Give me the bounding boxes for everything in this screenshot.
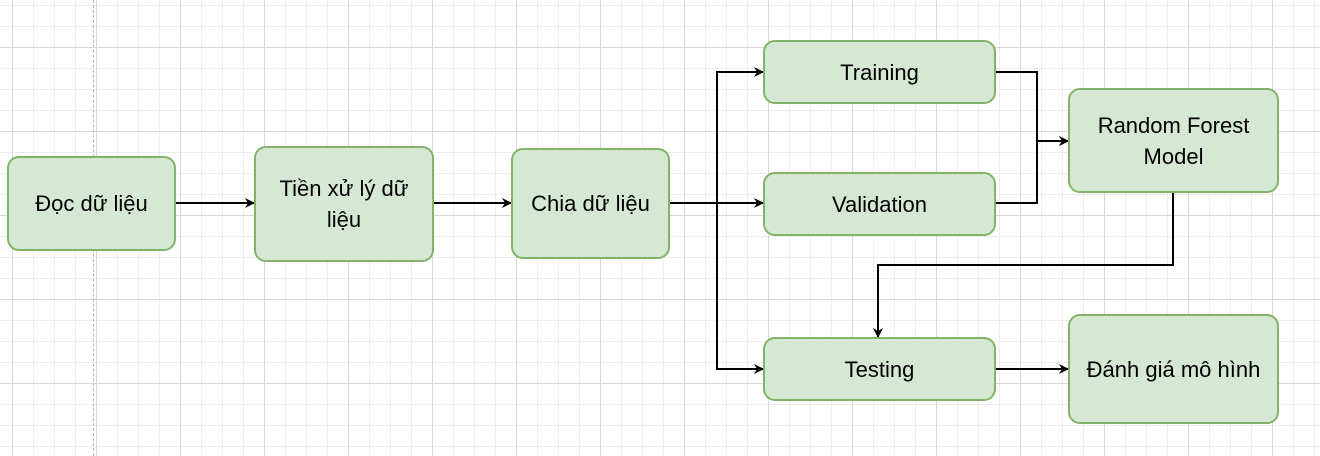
node-validation-label: Validation bbox=[832, 191, 927, 217]
node-random-forest-label: Random Forest Model bbox=[1097, 112, 1250, 169]
node-chia-du-lieu[interactable]: Chia dữ liệu bbox=[511, 148, 670, 259]
node-danh-gia[interactable]: Đánh giá mô hình bbox=[1068, 314, 1279, 424]
node-doc-du-lieu-label: Đọc dữ liệu bbox=[35, 191, 148, 216]
node-testing-label: Testing bbox=[844, 356, 915, 382]
node-training[interactable]: Training bbox=[763, 40, 996, 104]
node-chia-du-lieu-label: Chia dữ liệu bbox=[531, 191, 650, 216]
edge-training-to-random-forest bbox=[996, 71, 1069, 146]
edge-random-forest-to-testing bbox=[873, 193, 1174, 338]
node-validation[interactable]: Validation bbox=[763, 172, 996, 236]
node-random-forest[interactable]: Random Forest Model bbox=[1068, 88, 1279, 193]
node-tien-xu-ly[interactable]: Tiền xử lý dữ liệu bbox=[254, 146, 434, 262]
node-doc-du-lieu[interactable]: Đọc dữ liệu bbox=[7, 156, 176, 251]
node-training-label: Training bbox=[840, 59, 919, 85]
edge-validation-to-random-forest bbox=[996, 136, 1069, 204]
node-danh-gia-label: Đánh giá mô hình bbox=[1086, 356, 1261, 382]
edge-chia-to-training bbox=[669, 67, 764, 204]
node-testing[interactable]: Testing bbox=[763, 337, 996, 401]
edge-chia-to-testing bbox=[669, 202, 764, 374]
node-tien-xu-ly-label: Tiền xử lý dữ liệu bbox=[279, 176, 409, 232]
